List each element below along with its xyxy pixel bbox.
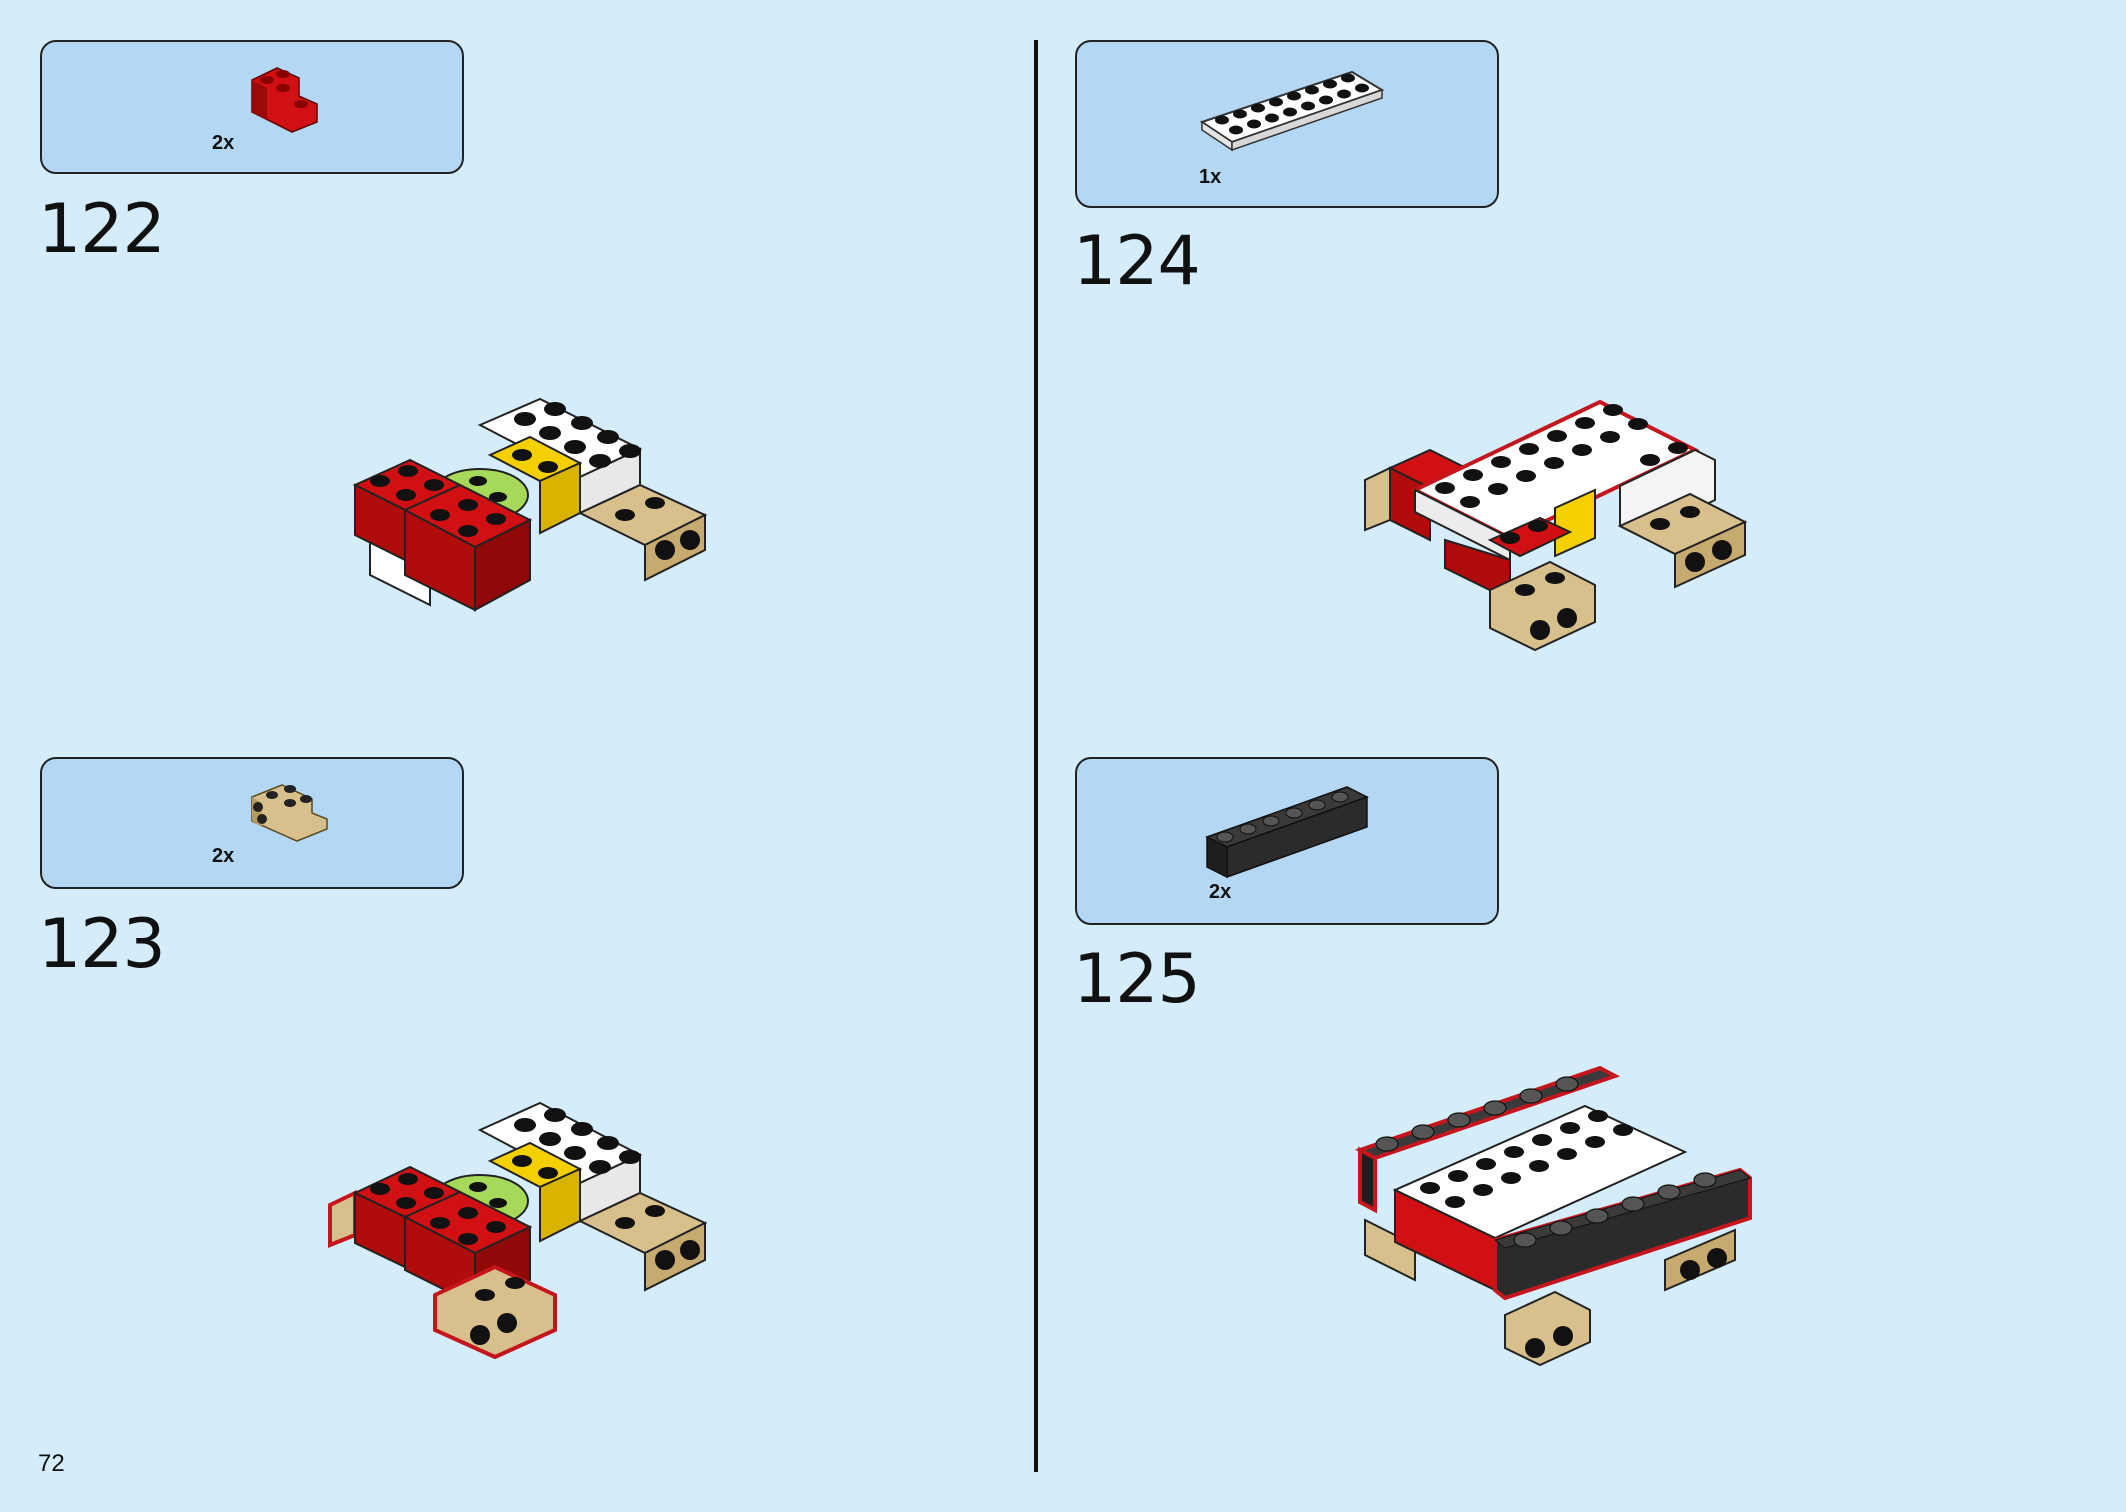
step-124-assembly-illustration	[1364, 399, 1748, 652]
step-number: 122	[38, 190, 166, 269]
step-number: 125	[1073, 940, 1201, 1019]
parts-callout-step-125: 2x	[1075, 757, 1499, 925]
part-quantity: 1x	[1199, 166, 1222, 188]
part-quantity: 2x	[212, 132, 235, 154]
step-123-assembly-illustration	[328, 1101, 708, 1360]
step-number: 124	[1073, 222, 1201, 301]
page-number: 72	[38, 1450, 65, 1477]
parts-callout-step-124: 1x	[1075, 40, 1499, 208]
red-corner-brick-icon	[251, 67, 318, 133]
parts-callout-step-123: 2x	[40, 757, 464, 889]
black-brick-1x6-icon	[1205, 786, 1369, 879]
part-quantity: 2x	[212, 845, 235, 867]
step-125-assembly-illustration	[1355, 1065, 1752, 1367]
white-plate-2x8-icon	[1199, 70, 1385, 152]
step-122-assembly-illustration	[352, 397, 708, 612]
part-quantity: 2x	[1209, 881, 1232, 903]
parts-callout-step-122: 2x	[40, 40, 464, 174]
tan-bracket-plate-icon	[251, 784, 328, 842]
step-number: 123	[38, 905, 166, 984]
page-divider	[1034, 40, 1038, 1472]
